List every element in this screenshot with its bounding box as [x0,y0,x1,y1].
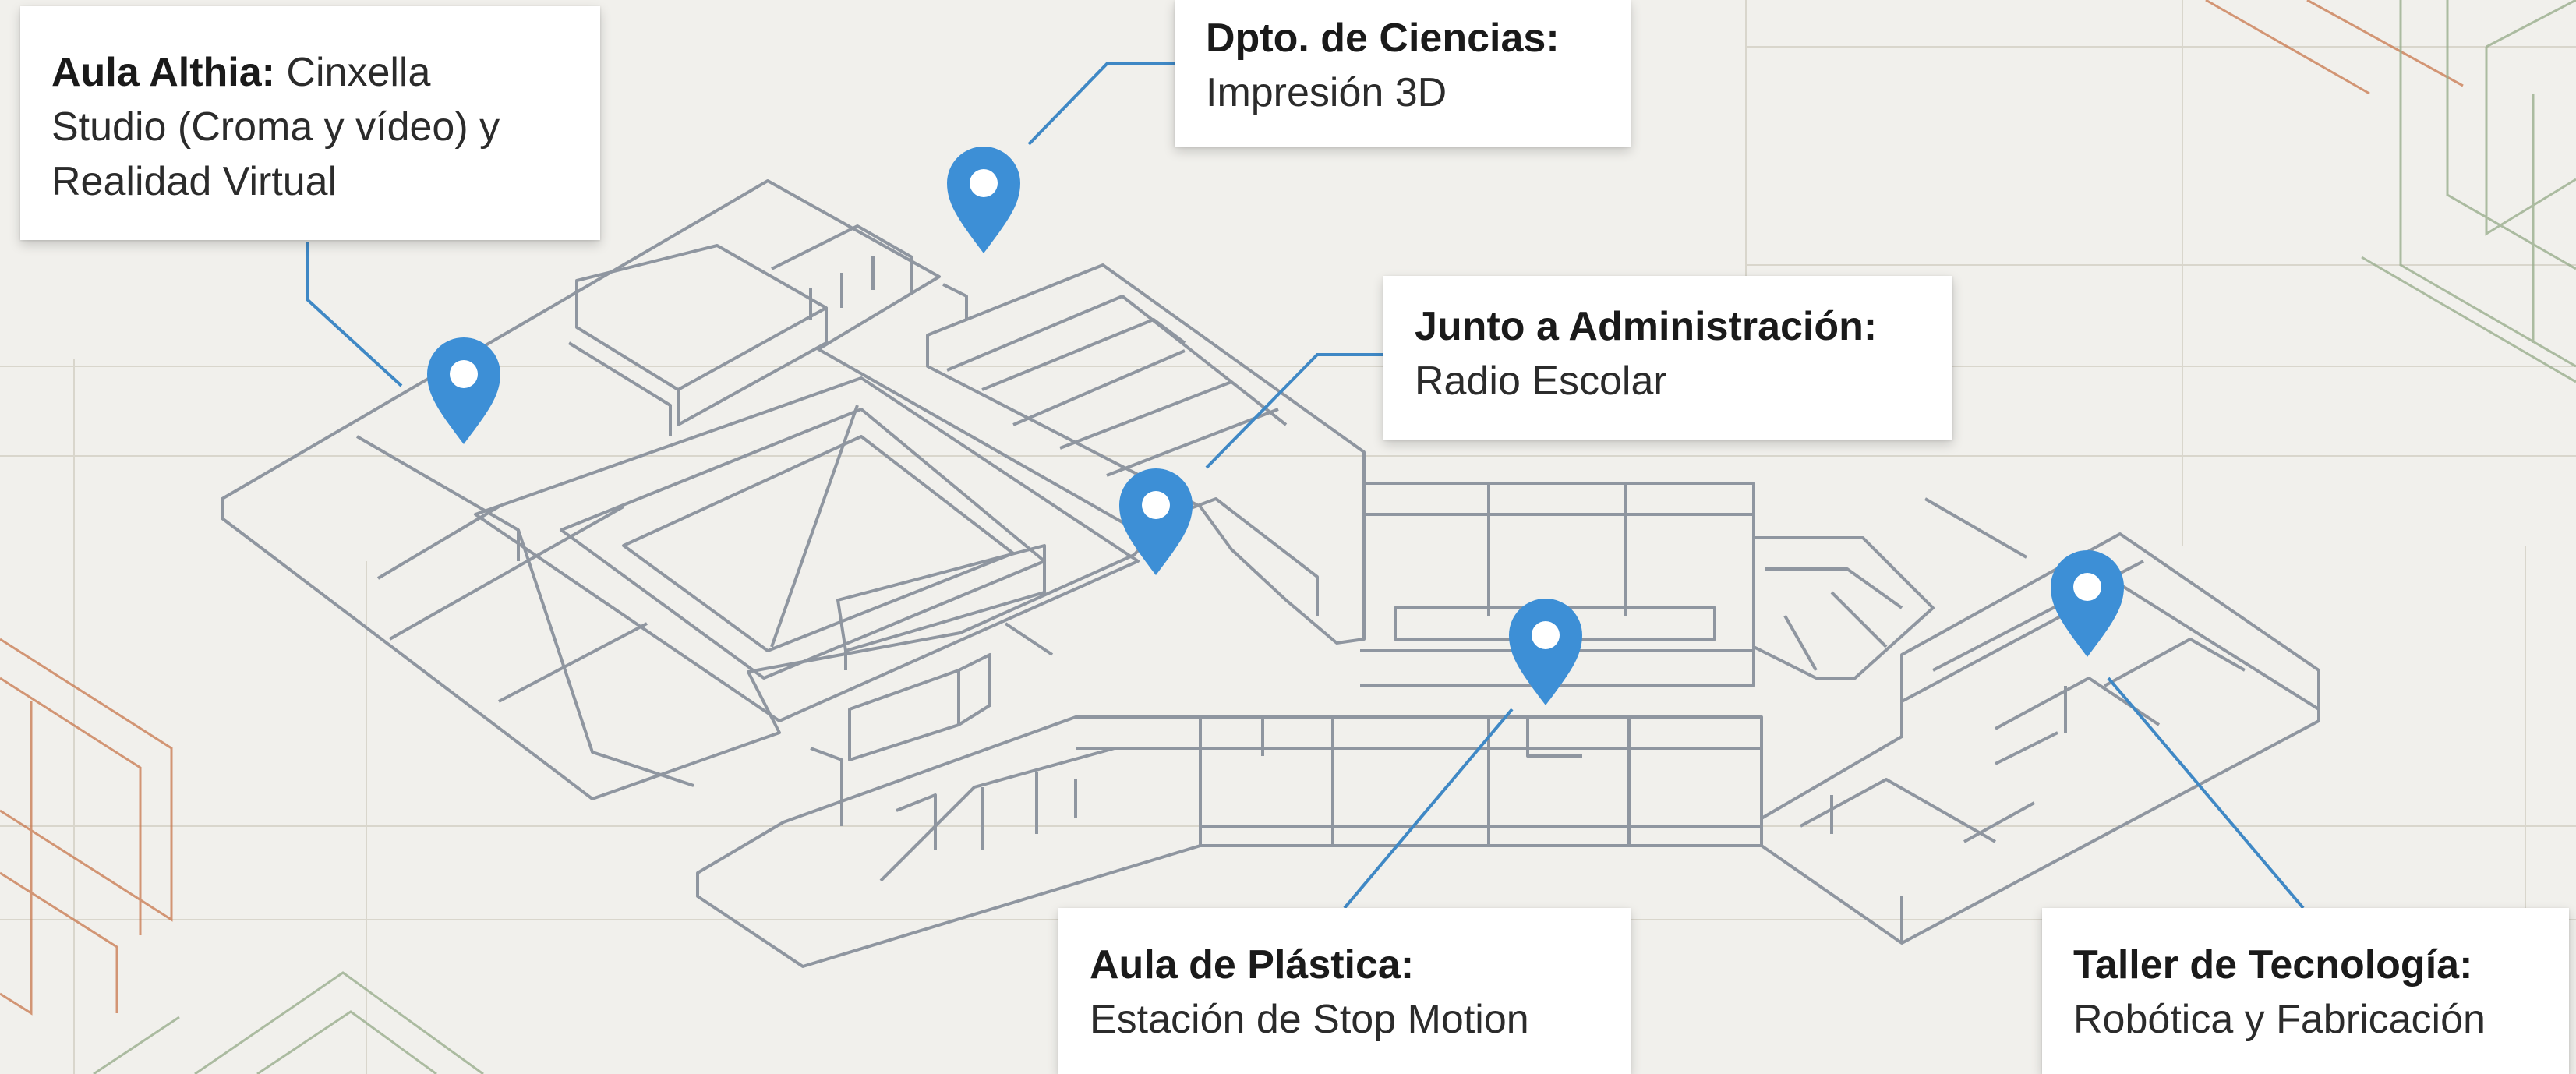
callout-dpto-ciencias: Dpto. de Ciencias: Impresión 3D [1175,0,1631,147]
leader-line-taller [2107,677,2305,910]
map-pin-icon[interactable] [947,146,1020,253]
leader-line-althia [306,242,403,387]
north-block [926,263,1366,645]
callout-description: Estación de Stop Motion [1090,997,1529,1042]
callout-junto-administracion: Junto a Administración: Radio Escolar [1383,276,1952,440]
map-pins [427,146,2124,705]
central-courtyard [474,376,1140,761]
decor-green-wireframe [93,0,2576,1074]
west-wing [221,179,1151,800]
callout-aula-althia: Aula Althia: Cinxella Studio (Croma y ví… [20,6,600,240]
callout-description: Realidad Virtual [51,159,337,204]
map-pin-icon[interactable] [427,337,500,444]
south-corridor [696,715,1763,968]
callout-description: Robótica y Fabricación [2073,997,2486,1042]
leader-line-admin [1205,353,1383,469]
map-pin-icon[interactable] [1509,598,1582,705]
callout-title: Dpto. de Ciencias: [1206,16,1560,61]
callout-title: Taller de Tecnología: [2073,942,2473,987]
southeast-wing [1760,532,2320,945]
decor-orange-wireframe [0,0,2464,1016]
callout-title: Junto a Administración: [1415,304,1878,349]
map-pin-icon[interactable] [2051,549,2124,657]
leader-lines [306,62,2305,910]
leader-line-plastica [1343,708,1514,910]
callout-description: Studio (Croma y vídeo) y [51,104,500,150]
callout-description: Radio Escolar [1415,359,1667,404]
callout-title: Aula de Plástica: [1090,942,1415,987]
callout-taller-tecnologia: Taller de Tecnología: Robótica y Fabrica… [2042,908,2569,1074]
callout-description: Impresión 3D [1206,70,1447,115]
callout-description: Cinxella [286,50,431,95]
floorplan [221,179,2320,968]
map-pin-icon[interactable] [1119,468,1193,575]
leader-line-ciencias [1027,62,1175,146]
callout-title: Aula Althia: [51,50,275,95]
callout-aula-plastica: Aula de Plástica: Estación de Stop Motio… [1058,908,1631,1074]
